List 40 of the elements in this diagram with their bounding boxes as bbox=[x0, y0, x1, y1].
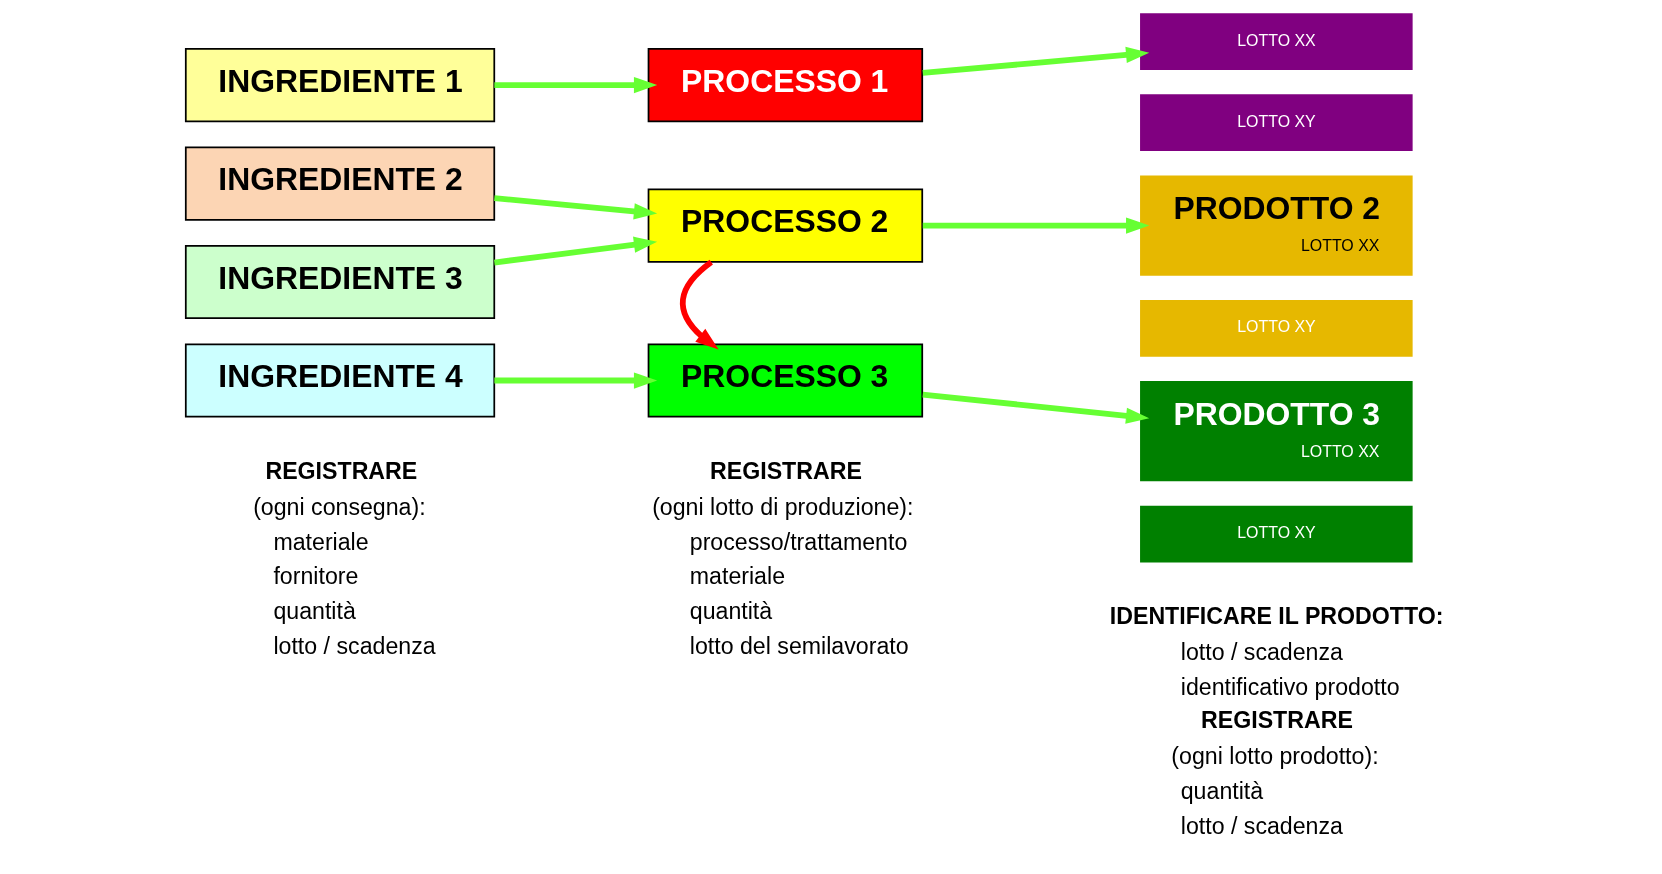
node-box: INGREDIENTE 4 bbox=[184, 343, 496, 418]
label: IDENTIFICARE IL PRODOTTO: bbox=[1109, 602, 1444, 629]
label: (ogni lotto prodotto): bbox=[1171, 743, 1379, 770]
node-box: PROCESSO 3 bbox=[647, 343, 924, 418]
label: materiale bbox=[273, 528, 369, 555]
label: quantità bbox=[689, 598, 773, 625]
label: lotto / scadenza bbox=[273, 632, 436, 659]
node-box: PROCESSO 1 bbox=[647, 48, 924, 123]
label: fornitore bbox=[273, 563, 359, 590]
node-box: LOTTO XY bbox=[1140, 505, 1413, 563]
arrow bbox=[922, 391, 1150, 424]
label: (ogni lotto di produzione): bbox=[652, 493, 914, 520]
node-box: PROCESSO 2 bbox=[647, 188, 924, 263]
node-box: PRODOTTO 2 LOTTO XX bbox=[1140, 175, 1413, 276]
node-box: INGREDIENTE 3 bbox=[184, 244, 496, 320]
label: processo/trattamento bbox=[689, 528, 908, 555]
node-box: PRODOTTO 3 LOTTO XX bbox=[1140, 381, 1413, 482]
arrow bbox=[494, 195, 658, 220]
label: lotto / scadenza bbox=[1180, 638, 1343, 665]
label: materiale bbox=[689, 563, 786, 590]
node-box: LOTTO XY bbox=[1140, 300, 1413, 357]
arrow bbox=[922, 46, 1150, 76]
label: quantità bbox=[273, 598, 356, 625]
node-box: LOTTO XX bbox=[1140, 13, 1413, 70]
arrow bbox=[494, 76, 658, 94]
label: lotto del semilavorato bbox=[689, 632, 909, 659]
arrow bbox=[494, 236, 658, 266]
label: REGISTRARE bbox=[710, 457, 862, 484]
arrow bbox=[494, 372, 658, 389]
node-box: LOTTO XY bbox=[1140, 94, 1413, 152]
arrow bbox=[679, 259, 719, 350]
label: REGISTRARE bbox=[265, 457, 418, 484]
label: REGISTRARE bbox=[1201, 706, 1353, 733]
arrow bbox=[922, 217, 1150, 234]
label: lotto / scadenza bbox=[1180, 812, 1343, 839]
label: identificativo prodotto bbox=[1180, 673, 1400, 700]
node-box: INGREDIENTE 2 bbox=[184, 146, 496, 221]
label: quantità bbox=[1180, 777, 1264, 804]
node-box: INGREDIENTE 1 bbox=[184, 48, 496, 123]
label: (ogni consegna): bbox=[253, 493, 426, 520]
